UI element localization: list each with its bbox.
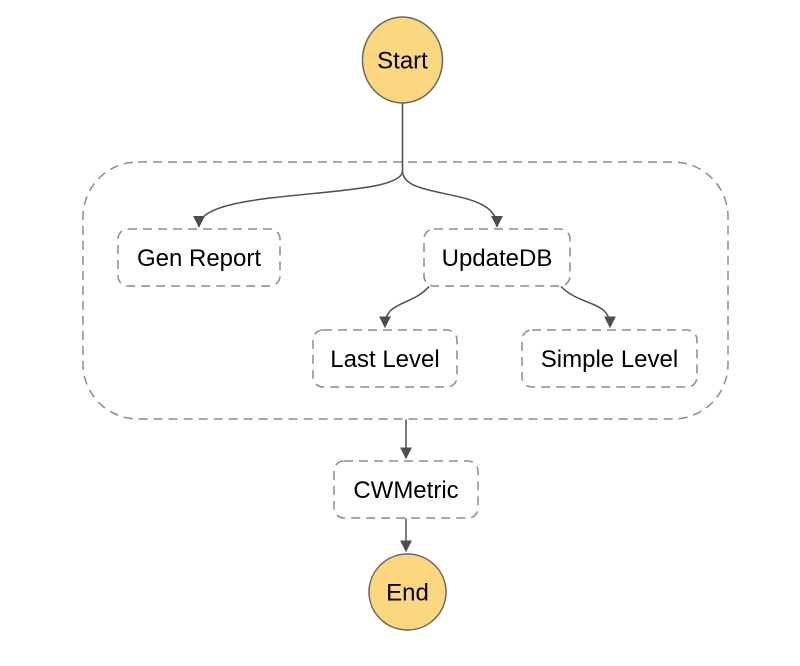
node-cwmetric-label: CWMetric: [353, 477, 458, 504]
node-end-label: End: [386, 579, 429, 606]
node-start-shape: [361, 16, 444, 104]
node-last-level: Last Level: [312, 329, 458, 388]
node-last-level-shape: [312, 329, 458, 388]
node-updatedb-label: UpdateDB: [442, 245, 553, 272]
node-updatedb-shape: [423, 228, 571, 287]
node-cwmetric-shape: [333, 460, 479, 519]
node-gen-report-shape: [117, 228, 281, 287]
node-end-shape: [368, 553, 447, 631]
node-cwmetric: CWMetric: [333, 460, 479, 519]
node-start-label: Start: [377, 47, 428, 74]
node-updatedb: UpdateDB: [423, 228, 571, 287]
node-last-level-label: Last Level: [330, 346, 439, 373]
edge-start-to-gen-report: [193, 170, 404, 228]
node-start: Start: [361, 16, 444, 104]
node-simple-level-shape: [521, 329, 698, 388]
edge-start-to-updatedb: [401, 170, 503, 228]
dashed-group-container: [82, 161, 729, 420]
edges-layer: [193, 102, 616, 553]
node-end: End: [368, 553, 447, 631]
node-gen-report: Gen Report: [117, 228, 281, 287]
node-simple-level: Simple Level: [521, 329, 698, 388]
edge-updatedb-to-last-level: [379, 286, 430, 329]
node-gen-report-label: Gen Report: [137, 245, 261, 272]
node-simple-level-label: Simple Level: [541, 346, 678, 373]
edge-updatedb-to-simple-level: [560, 285, 616, 329]
